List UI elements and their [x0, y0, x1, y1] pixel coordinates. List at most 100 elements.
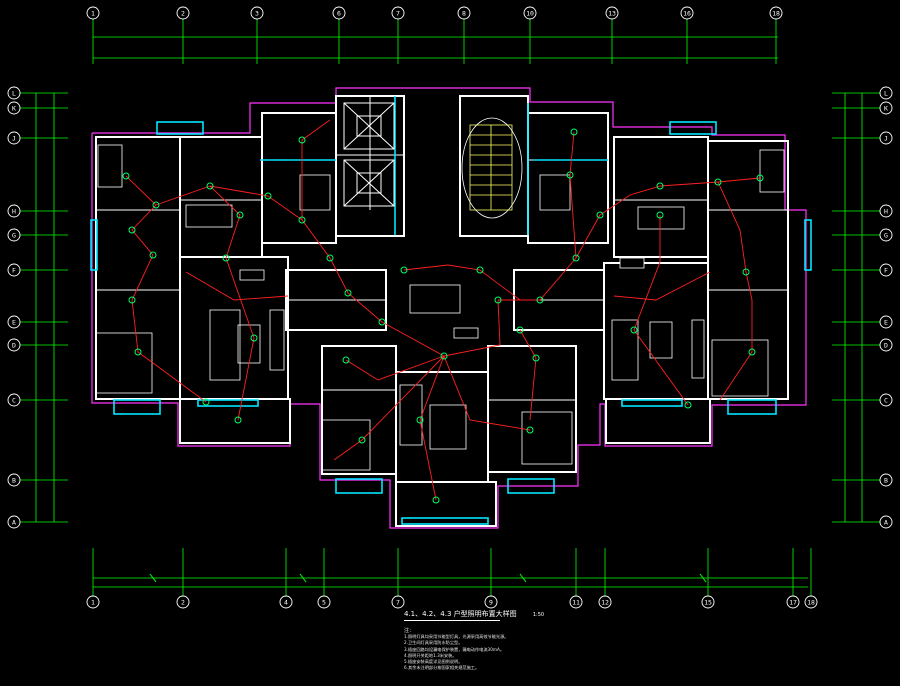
- drawing-title: 4.1、4.2、4.3 户型照明布置大样图 1:50: [404, 609, 544, 619]
- light-fixture: [516, 326, 524, 334]
- svg-text:H: H: [12, 207, 16, 215]
- axis-bubble-left: F: [7, 263, 21, 277]
- svg-text:D: D: [884, 341, 888, 349]
- axis-bubble-left: J: [7, 131, 21, 145]
- walls: [95, 95, 789, 527]
- light-fixture: [536, 296, 544, 304]
- axis-bubble-left: E: [7, 315, 21, 329]
- axis-bubble-bottom: 5: [317, 595, 331, 609]
- axis-bubble-left: C: [7, 393, 21, 407]
- light-fixture: [236, 211, 244, 219]
- svg-text:9: 9: [489, 598, 493, 606]
- light-fixture: [264, 192, 272, 200]
- light-fixture: [128, 296, 136, 304]
- bottom-dimension-lines: [93, 577, 808, 588]
- light-fixture: [748, 348, 756, 356]
- light-fixture: [206, 182, 214, 190]
- top-dimension-lines: [93, 36, 778, 59]
- light-fixture: [656, 182, 664, 190]
- svg-text:J: J: [12, 134, 16, 142]
- light-fixture: [326, 254, 334, 262]
- svg-text:7: 7: [396, 9, 400, 17]
- light-fixture: [298, 216, 306, 224]
- svg-text:10: 10: [526, 9, 534, 17]
- svg-text:8: 8: [462, 9, 466, 17]
- axis-bubble-bottom: 17: [786, 595, 800, 609]
- svg-text:E: E: [12, 318, 16, 326]
- svg-text:H: H: [884, 207, 888, 215]
- light-fixture: [742, 268, 750, 276]
- light-fixture: [128, 226, 136, 234]
- light-fixture: [656, 211, 664, 219]
- axis-bubble-bottom: 2: [176, 595, 190, 609]
- svg-text:18: 18: [772, 9, 780, 17]
- light-fixture: [526, 426, 534, 434]
- notes-heading: 注：: [404, 628, 415, 634]
- note-line: 2.卫生间灯具采用防水防尘型。: [404, 640, 463, 646]
- svg-text:18: 18: [807, 598, 815, 606]
- drawing-scale: 1:50: [532, 612, 545, 618]
- axis-bubble-top: 10: [523, 6, 537, 20]
- axis-bubble-top: 8: [457, 6, 471, 20]
- elevator-shafts: [343, 102, 395, 207]
- drawing-title-text: 4.1、4.2、4.3 户型照明布置大样图: [404, 610, 517, 618]
- axis-bubble-right: E: [879, 315, 893, 329]
- svg-text:6: 6: [337, 9, 341, 17]
- svg-text:17: 17: [789, 598, 797, 606]
- light-fixture: [570, 128, 578, 136]
- axis-bubble-left: H: [7, 204, 21, 218]
- svg-text:5: 5: [322, 598, 326, 606]
- svg-text:F: F: [12, 266, 16, 274]
- axis-bubble-left: D: [7, 338, 21, 352]
- axis-bubble-left: A: [7, 515, 21, 529]
- dimension-ticks: [149, 573, 707, 583]
- svg-text:12: 12: [601, 598, 609, 606]
- svg-text:L: L: [884, 89, 888, 97]
- axis-bubble-top: 3: [250, 6, 264, 20]
- axis-bubble-right: F: [879, 263, 893, 277]
- axis-bubble-top: 13: [605, 6, 619, 20]
- svg-text:2: 2: [181, 9, 185, 17]
- axis-bubble-bottom: 15: [701, 595, 715, 609]
- note-line: 3.插座回路均设漏电保护装置，漏电动作电流30mA。: [404, 646, 505, 652]
- axis-bubble-right: D: [879, 338, 893, 352]
- svg-text:1: 1: [91, 9, 95, 17]
- axis-bubble-right: A: [879, 515, 893, 529]
- axis-bubble-left: L: [7, 86, 21, 100]
- svg-text:1: 1: [91, 598, 95, 606]
- light-fixture: [440, 352, 448, 360]
- svg-text:F: F: [884, 266, 888, 274]
- axis-bubble-left: K: [7, 101, 21, 115]
- building-outline: [91, 87, 807, 529]
- axis-bubble-left: G: [7, 228, 21, 242]
- light-fixture: [756, 174, 764, 182]
- svg-text:K: K: [12, 104, 16, 112]
- axis-bubble-bottom: 11: [569, 595, 583, 609]
- light-fixture: [684, 401, 692, 409]
- windows: [90, 96, 812, 525]
- stairwell: [461, 117, 523, 219]
- notes-block: 注： 1.照明灯具均采用节能型灯具，光源采用高效节能光源。 2.卫生间灯具采用防…: [404, 628, 509, 671]
- axis-bubble-right: K: [879, 101, 893, 115]
- svg-text:13: 13: [608, 9, 616, 17]
- svg-text:G: G: [12, 231, 16, 239]
- svg-text:15: 15: [704, 598, 712, 606]
- light-fixture: [532, 354, 540, 362]
- svg-text:3: 3: [255, 9, 259, 17]
- light-fixture: [122, 172, 130, 180]
- note-line: 6.其余未注明部分按国家相关规范施工。: [404, 665, 480, 671]
- svg-text:2: 2: [181, 598, 185, 606]
- svg-text:J: J: [884, 134, 888, 142]
- axis-bubble-bottom: 18: [804, 595, 818, 609]
- light-fixture: [596, 211, 604, 219]
- axis-bubble-right: C: [879, 393, 893, 407]
- light-fixture: [250, 334, 258, 342]
- axis-bubble-bottom: 12: [598, 595, 612, 609]
- svg-text:4: 4: [284, 598, 288, 606]
- axis-bubble-top: 16: [680, 6, 694, 20]
- axis-bubble-top: 18: [769, 6, 783, 20]
- svg-text:11: 11: [572, 598, 580, 606]
- light-fixture: [494, 296, 502, 304]
